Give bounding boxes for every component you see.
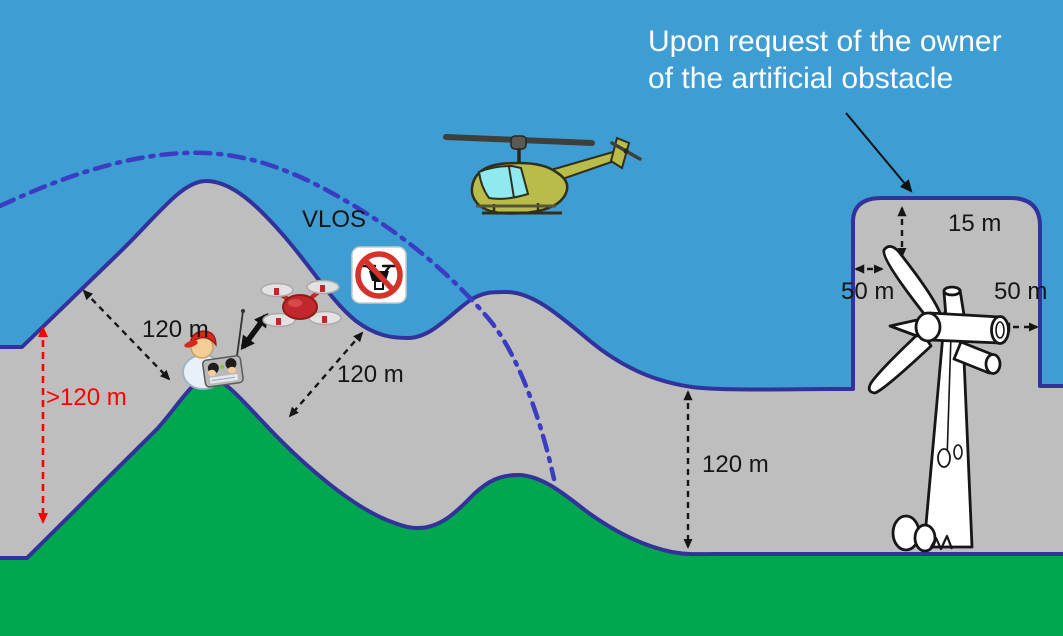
band-height-label-mid: 120 m (337, 361, 404, 388)
pilot-icon (182, 309, 245, 390)
vlos-label: VLOS (302, 206, 367, 233)
terrain (0, 376, 1063, 636)
band-height-label-right: 120 m (702, 451, 769, 478)
annotation-note: Upon request of the owner of the artific… (648, 24, 1063, 97)
helicopter-icon (443, 134, 642, 215)
obstacle-left-clearance-label: 50 m (841, 278, 895, 305)
vlos-limit-curve (0, 150, 557, 482)
band-height-label-left: 120 m (142, 316, 209, 343)
arrow-120m-mid-diagonal (288, 331, 364, 418)
obstacle-top-clearance-label: 15 m (948, 210, 1002, 237)
obstacle-right-clearance-label: 50 m (994, 278, 1048, 305)
annotation-arrow (845, 112, 913, 193)
drone-icon (260, 279, 342, 328)
wind-turbine-icon (867, 245, 1010, 553)
annotation-note-line1: Upon request of the owner (648, 25, 1002, 58)
annotation-note-line2: of the artificial obstacle (648, 61, 954, 95)
arrow-120m-left-diagonal (82, 289, 171, 381)
control-link-arrow (240, 312, 269, 351)
exceed-height-label: >120 m (46, 384, 127, 411)
no-drone-sign-icon (351, 246, 407, 304)
